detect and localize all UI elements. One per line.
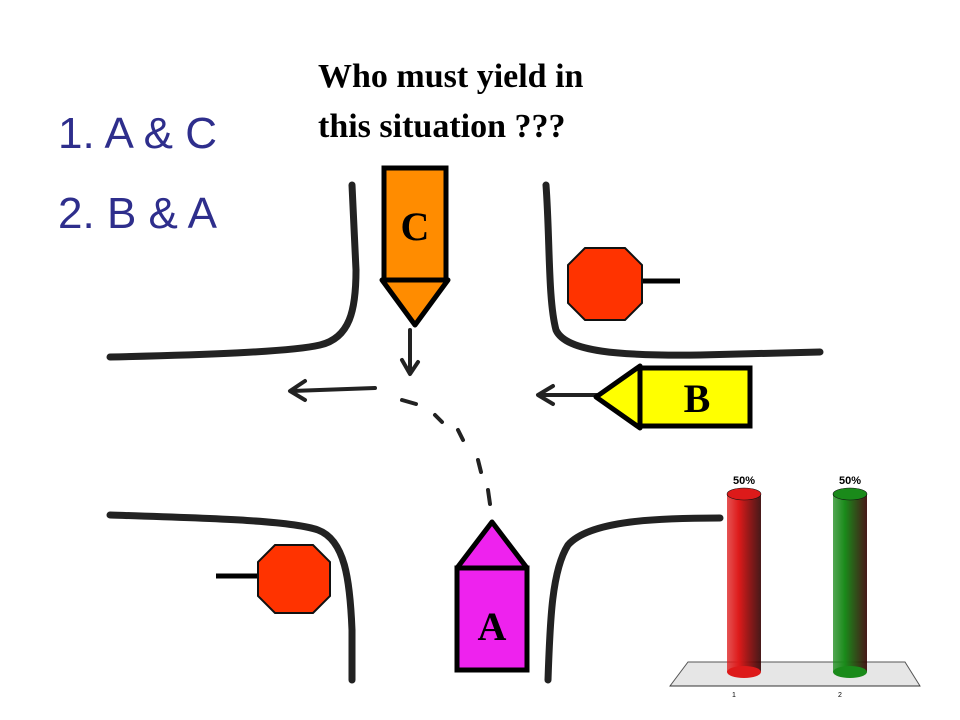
vehicle-a-label: A	[478, 604, 507, 649]
option-1[interactable]: 1. A & C	[58, 94, 217, 174]
chart-bar-2	[832, 487, 868, 678]
chart-bar-1	[726, 487, 762, 678]
chart-tick-label-2: 2	[838, 692, 842, 699]
arrow-left-west	[288, 379, 377, 402]
chart-tick-label-1: 1	[732, 692, 736, 699]
path-a-turn	[400, 398, 492, 506]
option-2[interactable]: 2. B & A	[58, 174, 217, 254]
question-text: Who must yield in this situation ???	[318, 52, 688, 152]
question-line-2: this situation ???	[318, 108, 566, 145]
road-edge-top-left	[106, 181, 360, 361]
response-chart: 50% 1 50% 2	[669, 475, 921, 699]
vehicle-b-label: B	[684, 376, 711, 421]
chart-data-label-1: 50%	[733, 475, 755, 487]
vehicle-c-label: C	[401, 204, 430, 249]
chart-floor	[669, 661, 921, 687]
road-edge-bottom-left	[106, 511, 356, 684]
option-1-number: 1.	[58, 109, 95, 158]
question-line-1: Who must yield in	[318, 58, 584, 95]
answer-options: 1. A & C 2. B & A	[58, 94, 217, 254]
stop-sign-bottom-left	[216, 544, 331, 614]
road-edge-bottom-right	[544, 514, 724, 684]
option-2-text: B & A	[106, 189, 218, 238]
option-2-number: 2.	[58, 189, 95, 238]
vehicle-c: C	[379, 165, 451, 328]
vehicle-b: B	[593, 363, 753, 431]
arrow-c-down	[400, 328, 420, 376]
road-edge-top-right	[542, 181, 824, 359]
chart-data-label-2: 50%	[839, 475, 861, 487]
arrow-b-left	[536, 384, 602, 406]
stop-sign-top-right	[567, 247, 680, 321]
option-1-text: A & C	[104, 109, 218, 158]
vehicle-a: A	[454, 519, 530, 673]
